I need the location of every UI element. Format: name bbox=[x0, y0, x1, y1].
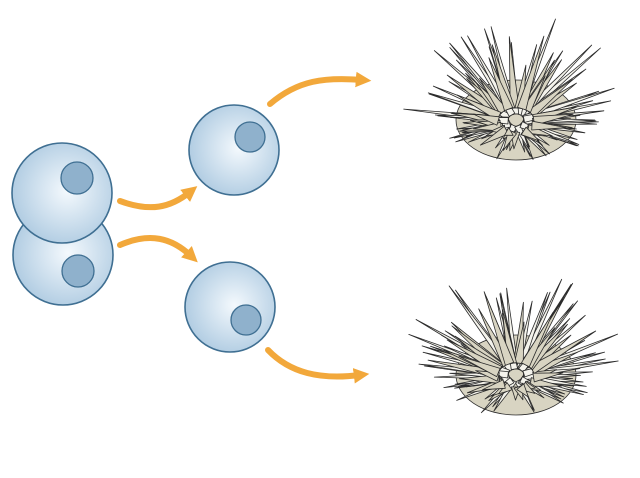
urchin-spine bbox=[520, 126, 540, 142]
urchin-spine bbox=[531, 120, 567, 131]
urchin-spine bbox=[532, 113, 574, 126]
separated-cell-bottom bbox=[184, 261, 276, 353]
separated-cell-top bbox=[188, 104, 280, 196]
split-arrow-down bbox=[117, 235, 198, 263]
urchin-spine bbox=[479, 77, 508, 115]
urchin-spine bbox=[502, 309, 517, 365]
urchin-spine bbox=[482, 379, 506, 391]
nucleus bbox=[230, 304, 262, 336]
urchin-spine bbox=[458, 355, 501, 377]
nucleus bbox=[61, 254, 95, 288]
urchin-spine bbox=[516, 383, 529, 398]
sea-urchin-icon bbox=[403, 18, 615, 161]
urchin-spine bbox=[514, 321, 525, 365]
urchin-spine bbox=[483, 291, 515, 366]
urchin-spine bbox=[517, 35, 545, 111]
two-cell-embryo bbox=[11, 142, 114, 306]
split-arrow-up bbox=[117, 186, 198, 211]
urchin-spine bbox=[508, 36, 520, 109]
urchin-spine bbox=[504, 127, 514, 136]
urchin-spine bbox=[521, 312, 554, 368]
urchin-spine bbox=[473, 113, 500, 126]
urchin-spine bbox=[480, 125, 509, 146]
urchin-spine bbox=[532, 372, 564, 383]
urchin-spine bbox=[514, 124, 530, 150]
develop-arrow-top bbox=[267, 71, 372, 107]
urchin-spine bbox=[519, 376, 562, 400]
urchin-spine bbox=[522, 75, 546, 113]
urchin-spine bbox=[493, 378, 517, 412]
sea-urchin-icon bbox=[408, 278, 619, 416]
urchin-spine bbox=[488, 57, 514, 111]
nucleus bbox=[234, 121, 266, 153]
nucleus bbox=[60, 161, 94, 195]
urchin-spine bbox=[528, 79, 573, 118]
develop-arrow-bottom bbox=[265, 347, 370, 384]
urchin-spine bbox=[456, 94, 502, 121]
blastomere-upper bbox=[11, 142, 113, 244]
